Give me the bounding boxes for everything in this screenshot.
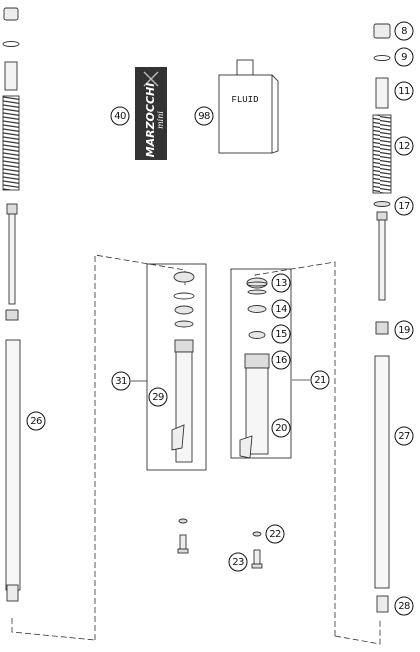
callout-label: 13	[275, 278, 287, 289]
callout-circle	[394, 426, 414, 446]
callout-circle	[394, 21, 414, 41]
callout-circle	[271, 273, 291, 293]
left-spacer-tube	[4, 61, 18, 91]
right-damper-collar	[375, 321, 389, 335]
callout-label: 31	[115, 376, 127, 387]
left-damper-collar	[5, 309, 19, 321]
left-fork-leg-parts	[2, 7, 21, 602]
callout-31: 31	[111, 371, 131, 391]
right-lower-bushing	[376, 595, 389, 613]
callout-circle	[394, 81, 414, 101]
callout-circle	[394, 196, 414, 216]
right-washer	[373, 201, 391, 207]
callout-circle	[228, 552, 248, 572]
callout-27: 27	[394, 426, 414, 446]
callout-circle	[394, 47, 414, 67]
right-outer-tube	[374, 355, 390, 589]
left-fork-cap	[3, 7, 19, 21]
callout-14: 14	[271, 299, 291, 319]
callout-16: 16	[271, 350, 291, 370]
right-damper-head	[376, 211, 388, 221]
callout-11: 11	[394, 81, 414, 101]
callout-19: 19	[394, 320, 414, 340]
small-hardware	[177, 518, 263, 569]
callout-label: 40	[114, 111, 126, 122]
callout-circle	[394, 136, 414, 156]
callout-circle	[394, 320, 414, 340]
marzocchi-product-box: MARZOCCHI mini	[135, 67, 167, 160]
left-cartridge-assembly	[146, 263, 207, 471]
callout-13: 13	[271, 273, 291, 293]
callout-12: 12	[394, 136, 414, 156]
left-o-ring	[2, 41, 20, 47]
callout-label: 11	[398, 86, 410, 97]
callout-circle	[271, 418, 291, 438]
callout-circle	[26, 411, 46, 431]
callout-label: 28	[398, 601, 410, 612]
callout-label: 23	[232, 557, 244, 568]
callout-circle	[265, 524, 285, 544]
callout-circle	[111, 371, 131, 391]
callout-98: 98	[194, 106, 214, 126]
callout-8: 8	[394, 21, 414, 41]
callout-9: 9	[394, 47, 414, 67]
fluid-bottle: FLUID	[218, 59, 279, 154]
callout-label: 21	[314, 375, 326, 386]
callout-circle	[271, 350, 291, 370]
callout-17: 17	[394, 196, 414, 216]
right-fork-cap	[373, 23, 391, 39]
callout-circle	[148, 387, 168, 407]
callout-23: 23	[228, 552, 248, 572]
callout-label: 8	[401, 26, 407, 37]
right-spring	[372, 114, 392, 194]
callout-circle	[310, 370, 330, 390]
callout-15: 15	[271, 324, 291, 344]
left-outer-tube	[5, 339, 21, 591]
callout-leaders	[131, 379, 310, 382]
left-damper-head	[6, 203, 18, 215]
callout-label: 29	[152, 392, 164, 403]
callout-label: 19	[398, 325, 410, 336]
callout-label: 15	[275, 329, 287, 340]
callout-29: 29	[148, 387, 168, 407]
callout-22: 22	[265, 524, 285, 544]
callout-circle	[271, 324, 291, 344]
callout-label: 14	[275, 304, 287, 315]
callout-label: 98	[198, 111, 210, 122]
callout-label: 17	[398, 201, 410, 212]
callout-21: 21	[310, 370, 330, 390]
brand-sub-label: mini	[156, 111, 165, 129]
right-cartridge-assembly	[230, 268, 292, 459]
assembly-guide-lines	[11, 254, 381, 645]
callout-28: 28	[394, 596, 414, 616]
left-spring	[2, 95, 20, 191]
right-o-ring	[373, 55, 391, 61]
left-damper-rod	[8, 213, 16, 305]
right-spacer-tube	[375, 77, 389, 109]
callout-circle	[271, 299, 291, 319]
callout-circle	[394, 596, 414, 616]
callout-label: 16	[275, 355, 287, 366]
brand-label: MARZOCCHI	[144, 83, 157, 158]
left-lower-bushing	[6, 584, 19, 602]
right-fork-leg-parts	[372, 23, 392, 613]
callout-circle	[194, 106, 214, 126]
callout-label: 22	[269, 529, 281, 540]
callout-20: 20	[271, 418, 291, 438]
callout-label: 26	[30, 416, 42, 427]
callout-label: 27	[398, 431, 410, 442]
callouts: 8 9 11 12 17 19 21 27 28 40 98 13 14 15 16 20 22 23 31 29 26	[26, 21, 414, 616]
callout-label: 9	[401, 52, 407, 63]
right-damper-rod	[378, 219, 386, 301]
callout-40: 40	[110, 106, 130, 126]
fluid-label: FLUID	[231, 95, 258, 105]
callout-label: 12	[398, 141, 410, 152]
callout-26: 26	[26, 411, 46, 431]
callout-circle	[110, 106, 130, 126]
callout-label: 20	[275, 423, 287, 434]
